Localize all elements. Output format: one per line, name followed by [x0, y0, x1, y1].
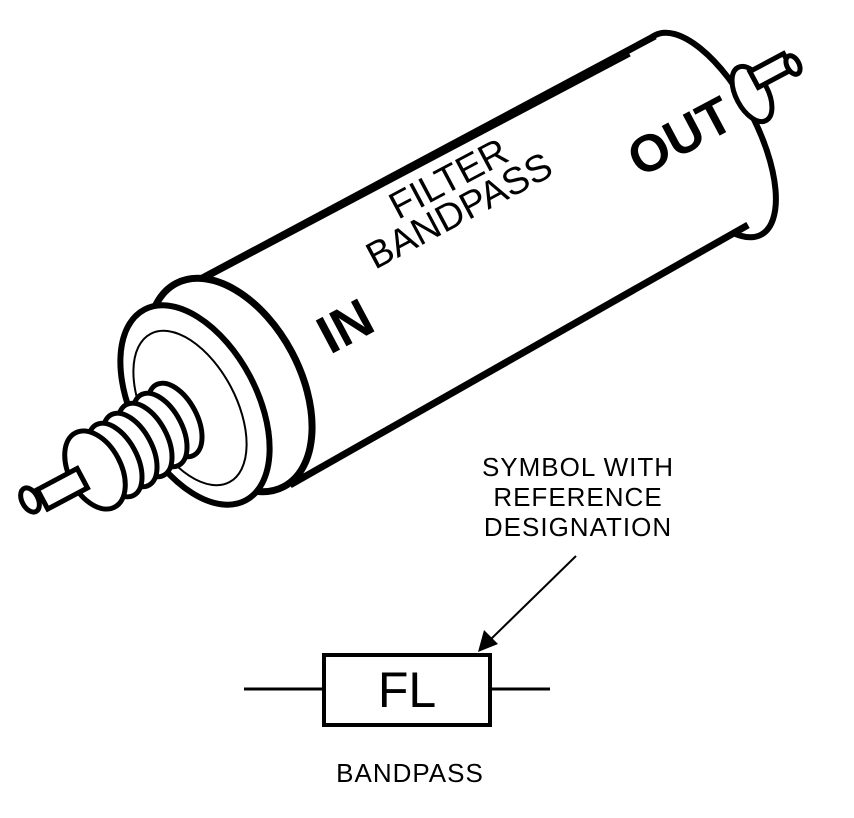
symbol-box [322, 653, 492, 727]
cylinder-tube [165, 40, 760, 480]
input-pin-tip [18, 485, 42, 515]
input-connector [18, 380, 205, 515]
filter-symbol: FL [244, 653, 550, 727]
callout-line-3: DESIGNATION [484, 512, 672, 542]
callout-line-2: REFERENCE [493, 482, 662, 512]
callout-arrow [478, 555, 577, 652]
symbol-caption: BANDPASS [336, 758, 484, 788]
cylinder-shade [199, 53, 631, 284]
symbol-designation: FL [378, 662, 436, 718]
output-connector [729, 50, 803, 125]
cylinder-bottom-edge [288, 221, 750, 489]
output-pin-tip [783, 53, 803, 77]
callout-line-1: SYMBOL WITH [482, 452, 674, 482]
cylinder-top-edge [163, 32, 657, 302]
